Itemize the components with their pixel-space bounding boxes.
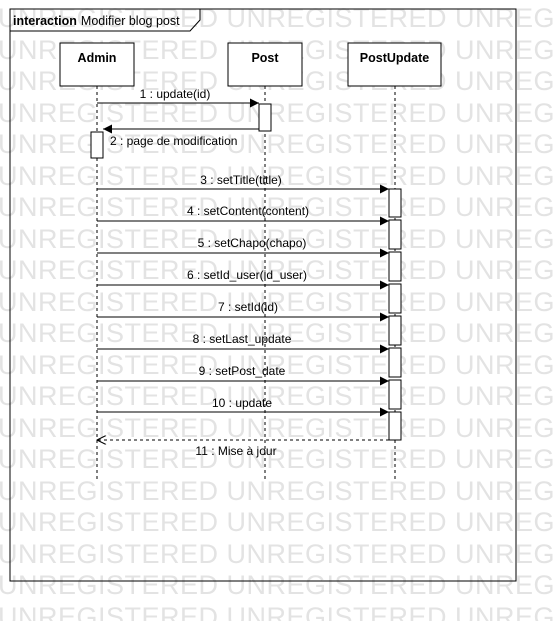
- message-10: 10 : update: [97, 396, 389, 417]
- message-8: 8 : setLast_update: [97, 332, 389, 354]
- activation-postupdate: [388, 283, 402, 314]
- frame-tab: [10, 8, 201, 32]
- activations: [90, 103, 402, 441]
- frame-keyword: interaction: [13, 14, 77, 28]
- lifeline-name-admin: Admin: [78, 51, 117, 65]
- message-label: 9 : setPost_date: [199, 364, 286, 378]
- activation-postupdate: [388, 188, 402, 218]
- lifeline-post: Post: [227, 42, 303, 480]
- message-label: 6 : setId_user(id_user): [187, 268, 307, 282]
- activation-postupdate: [388, 251, 402, 282]
- lifeline-name-postupdate: PostUpdate: [360, 51, 430, 65]
- activation-admin: [90, 131, 104, 159]
- messages: 1 : update(id) 2 : page de modification 3 …: [97, 87, 389, 458]
- lifelines: Admin Post PostUpdate: [59, 42, 442, 480]
- activation-post: [258, 103, 272, 132]
- message-label: 5 : setChapo(chapo): [198, 236, 307, 250]
- message-label: 7 : setId(id): [218, 300, 278, 314]
- lifeline-head-admin: [59, 42, 135, 87]
- activation-postupdate: [388, 379, 402, 410]
- message-2: 2 : page de modification: [103, 124, 259, 148]
- interaction-frame: interaction Modifier blog post: [9, 8, 517, 582]
- message-label: 10 : update: [212, 396, 272, 410]
- frame-name: Modifier blog post: [81, 14, 180, 28]
- message-label: 2 : page de modification: [110, 134, 237, 148]
- message-1: 1 : update(id): [97, 87, 259, 108]
- message-7: 7 : setId(id): [97, 300, 389, 322]
- message-4: 4 : setContent(content): [97, 204, 389, 226]
- message-11: 11 : Mise à jour: [97, 440, 389, 458]
- message-label: 3 : setTitle(title): [200, 173, 282, 187]
- lifeline-head-postupdate: [347, 42, 442, 87]
- message-label: 4 : setContent(content): [187, 204, 309, 218]
- activation-postupdate: [388, 219, 402, 250]
- message-label: 8 : setLast_update: [193, 332, 292, 346]
- activation-postupdate: [388, 411, 402, 441]
- frame-title: interaction Modifier blog post: [13, 14, 180, 28]
- lifeline-admin: Admin: [59, 42, 135, 480]
- message-6: 6 : setId_user(id_user): [97, 268, 389, 290]
- message-3: 3 : setTitle(title): [97, 173, 389, 194]
- message-label: 1 : update(id): [140, 87, 211, 101]
- lifeline-postupdate: PostUpdate: [347, 42, 442, 480]
- lifeline-name-post: Post: [251, 51, 279, 65]
- message-label: 11 : Mise à jour: [195, 444, 276, 458]
- activation-postupdate: [388, 315, 402, 346]
- message-9: 9 : setPost_date: [97, 364, 389, 386]
- activation-postupdate: [388, 347, 402, 378]
- message-5: 5 : setChapo(chapo): [97, 236, 389, 258]
